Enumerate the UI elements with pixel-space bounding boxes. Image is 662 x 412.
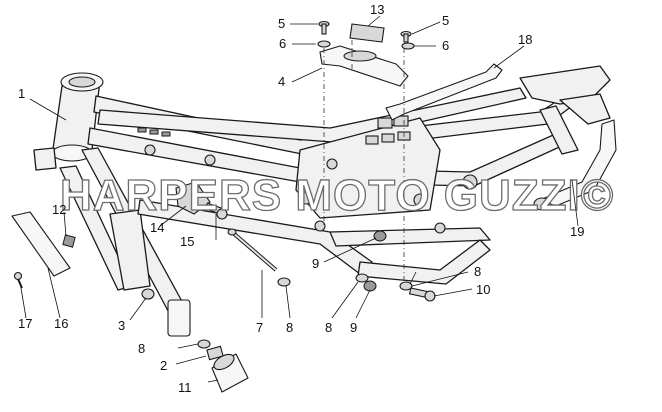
callout-10: 10 <box>476 282 490 297</box>
callout-12: 12 <box>52 202 66 217</box>
callout-6-left: 6 <box>279 36 286 51</box>
washer-part-6-left <box>317 40 331 48</box>
callout-4: 4 <box>278 74 285 89</box>
callout-1: 1 <box>18 86 25 101</box>
callout-19: 19 <box>570 224 584 239</box>
callout-17: 17 <box>18 316 32 331</box>
nut-part-3 <box>141 288 155 300</box>
callout-16: 16 <box>54 316 68 331</box>
stand-leg-part-19 <box>539 119 617 207</box>
rubber-mount-part-14 <box>175 181 211 215</box>
callout-15: 15 <box>180 234 194 249</box>
nut-part-9-a <box>373 230 387 242</box>
nut-part-12 <box>62 234 76 248</box>
callout-11: 11 <box>178 380 192 395</box>
washer-part-8-a <box>277 277 291 287</box>
washer-part-8-c <box>355 273 369 283</box>
cover-plate-part-16 <box>11 211 71 277</box>
nut-part-9-b <box>363 280 377 292</box>
bolt-part-5-left <box>318 20 330 35</box>
callout-3: 3 <box>118 318 125 333</box>
bolt-part-15 <box>204 202 228 220</box>
screw-part-17 <box>13 271 23 289</box>
callout-14: 14 <box>150 220 164 235</box>
pad-part-13 <box>349 23 385 43</box>
washer-part-8-b <box>197 339 211 349</box>
long-bolt-part-7 <box>227 228 278 272</box>
bolt-part-5-right <box>400 30 412 43</box>
callout-8-a: 8 <box>286 320 293 335</box>
callout-labels: 1 2 3 4 5 5 6 6 7 8 8 8 8 9 9 10 11 12 1… <box>18 2 584 395</box>
bolt-part-10 <box>408 287 436 302</box>
callout-7: 7 <box>256 320 263 335</box>
main-frame <box>33 65 611 337</box>
callout-8-d: 8 <box>474 264 481 279</box>
watermark: HARPERS MOTO GUZZI© <box>60 171 614 220</box>
callout-8-b: 8 <box>138 341 145 356</box>
callout-18: 18 <box>518 32 532 47</box>
leader-lines <box>19 15 579 383</box>
side-stand-part-18 <box>385 63 503 121</box>
callout-9-a: 9 <box>312 256 319 271</box>
callout-8-c: 8 <box>325 320 332 335</box>
callout-13: 13 <box>370 2 384 17</box>
callout-2: 2 <box>160 358 167 373</box>
callout-5-right: 5 <box>442 13 449 28</box>
callout-5-left: 5 <box>278 16 285 31</box>
callout-6-right: 6 <box>442 38 449 53</box>
spacer-part-2 <box>206 345 224 361</box>
callout-9-b: 9 <box>350 320 357 335</box>
